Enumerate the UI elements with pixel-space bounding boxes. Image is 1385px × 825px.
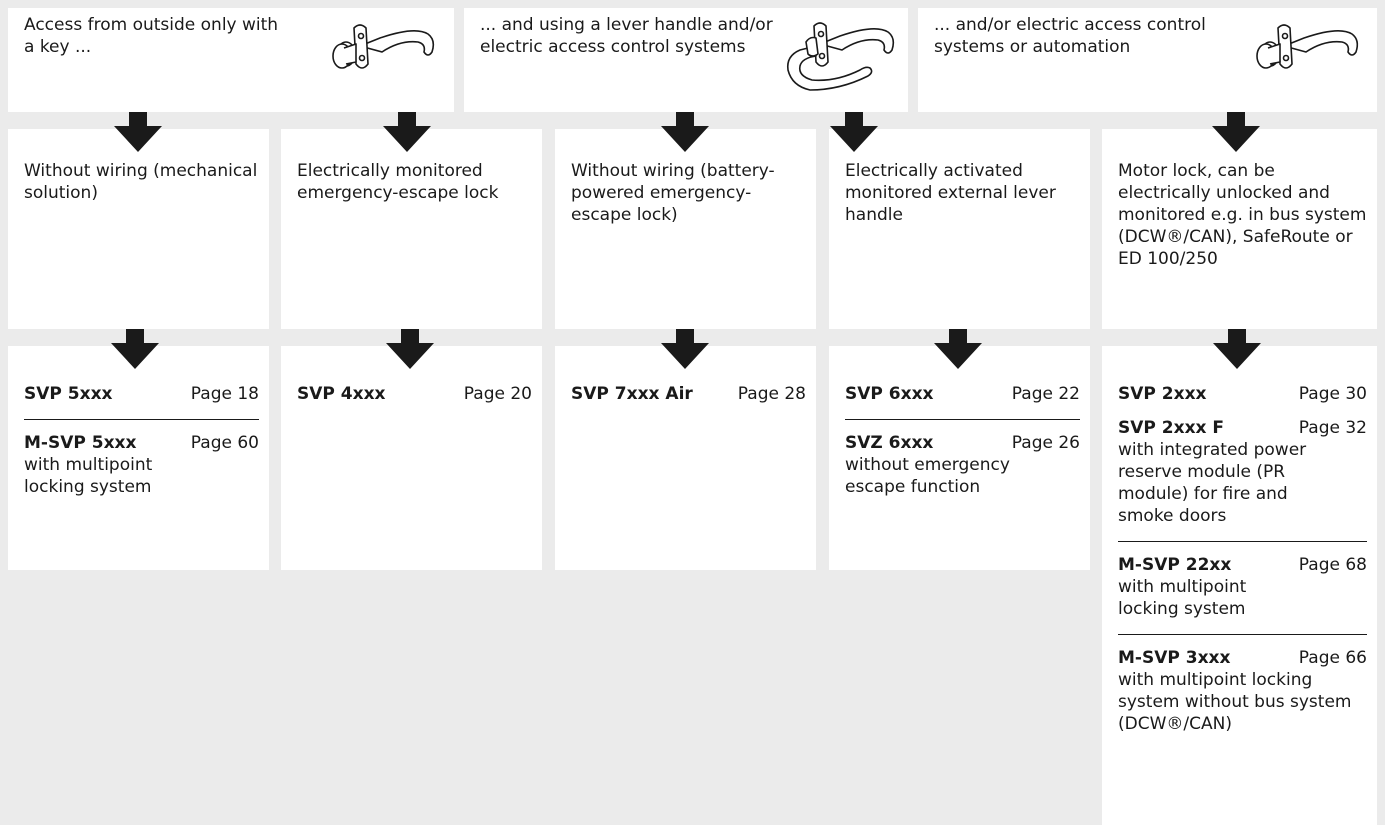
double-lever-handle-icon <box>786 22 895 91</box>
product-description: with multipoint locking system <box>1118 577 1247 619</box>
condition-box: Motor lock, can be electrically unlocked… <box>1102 129 1377 329</box>
condition-text: Without wiring (mechanical solution) <box>24 161 258 203</box>
product-code: M-SVP 22xx <box>1118 555 1232 575</box>
flow-arrow-down-icon <box>111 329 159 369</box>
product-code: SVP 6xxx <box>845 384 934 404</box>
header-box-key-only: Access from outside only with a key ... <box>8 8 454 112</box>
product-entry: SVP 4xxx Page 20 <box>297 383 532 405</box>
product-box: SVP 2xxx Page 30 SVP 2xxx F Page 32 with i… <box>1102 346 1377 825</box>
page-reference: Page 30 <box>1298 384 1367 404</box>
product-entry: M-SVP 3xxx Page 66 with multipoint lockin… <box>1118 647 1367 735</box>
product-entry: SVP 6xxx Page 22 <box>845 383 1080 405</box>
divider <box>845 419 1080 420</box>
header-text: ... and using a lever handle and/or elec… <box>480 15 773 57</box>
product-description: with multipoint locking system without b… <box>1118 670 1352 734</box>
divider <box>24 419 259 420</box>
product-code: SVP 2xxx <box>1118 384 1207 404</box>
header-text: ... and/or electric access control syste… <box>934 15 1206 57</box>
product-code: SVP 4xxx <box>297 384 386 404</box>
page-reference: Page 66 <box>1298 648 1367 668</box>
product-description: with multipoint locking system <box>24 455 153 497</box>
page-reference: Page 28 <box>737 384 806 404</box>
product-entry: SVZ 6xxx Page 26 without emergency escape… <box>845 432 1080 498</box>
header-text: Access from outside only with a key ... <box>24 15 279 57</box>
flow-arrow-down-icon <box>661 329 709 369</box>
condition-box: Electrically monitored emergency-escape … <box>281 129 542 329</box>
product-code: M-SVP 5xxx <box>24 433 137 453</box>
flow-arrow-down-icon <box>114 112 162 152</box>
product-entry: SVP 7xxx Air Page 28 <box>571 383 806 405</box>
flow-arrow-down-icon <box>1212 112 1260 152</box>
product-entry: SVP 2xxx Page 30 <box>1118 383 1367 405</box>
product-code: SVP 2xxx F <box>1118 418 1225 438</box>
product-entry: SVP 2xxx F Page 32 with integrated power … <box>1118 417 1367 527</box>
product-box: SVP 4xxx Page 20 <box>281 346 542 570</box>
page-reference: Page 20 <box>463 384 532 404</box>
page-reference: Page 18 <box>190 384 259 404</box>
flow-arrow-down-icon <box>830 112 878 152</box>
product-list: SVP 5xxx Page 18 M-SVP 5xxx Page 60 with m… <box>24 383 259 498</box>
condition-box: Electrically activated monitored externa… <box>829 129 1090 329</box>
product-code: SVP 5xxx <box>24 384 113 404</box>
product-list: SVP 2xxx Page 30 SVP 2xxx F Page 32 with i… <box>1118 383 1367 735</box>
condition-text: Electrically activated monitored externa… <box>845 161 1056 225</box>
condition-box: Without wiring (battery-powered emergenc… <box>555 129 816 329</box>
product-list: SVP 7xxx Air Page 28 <box>571 383 806 405</box>
product-code: SVP 7xxx Air <box>571 384 693 404</box>
product-box: SVP 7xxx Air Page 28 <box>555 346 816 570</box>
product-description: without emergency escape function <box>845 455 1010 497</box>
condition-box: Without wiring (mechanical solution) <box>8 129 269 329</box>
condition-text: Without wiring (battery-powered emergenc… <box>571 161 775 225</box>
product-description: with integrated power reserve module (PR… <box>1118 440 1307 526</box>
product-box: SVP 5xxx Page 18 M-SVP 5xxx Page 60 with m… <box>8 346 269 570</box>
flow-arrow-down-icon <box>1213 329 1261 369</box>
product-code: M-SVP 3xxx <box>1118 648 1231 668</box>
page-reference: Page 60 <box>190 433 259 453</box>
divider <box>1118 541 1367 542</box>
door-knob-lever-icon <box>332 24 435 69</box>
product-box: SVP 6xxx Page 22 SVZ 6xxx Page 26 without … <box>829 346 1090 570</box>
product-entry: M-SVP 5xxx Page 60 with multipoint lockin… <box>24 432 259 498</box>
product-entry: M-SVP 22xx Page 68 with multipoint lockin… <box>1118 554 1367 620</box>
condition-text: Motor lock, can be electrically unlocked… <box>1118 161 1367 269</box>
flow-arrow-down-icon <box>934 329 982 369</box>
product-list: SVP 4xxx Page 20 <box>297 383 532 405</box>
flow-arrow-down-icon <box>386 329 434 369</box>
product-code: SVZ 6xxx <box>845 433 934 453</box>
product-list: SVP 6xxx Page 22 SVZ 6xxx Page 26 without … <box>845 383 1080 498</box>
page-reference: Page 22 <box>1011 384 1080 404</box>
header-box-electric-access: ... and/or electric access control syste… <box>918 8 1377 112</box>
flow-arrow-down-icon <box>383 112 431 152</box>
page-reference: Page 26 <box>1011 433 1080 453</box>
product-entry: SVP 5xxx Page 18 <box>24 383 259 405</box>
header-box-lever-handle: ... and using a lever handle and/or elec… <box>464 8 908 112</box>
door-knob-lever-icon <box>1256 24 1359 69</box>
flow-arrow-down-icon <box>661 112 709 152</box>
condition-text: Electrically monitored emergency-escape … <box>297 161 499 203</box>
page-reference: Page 68 <box>1298 555 1367 575</box>
page-reference: Page 32 <box>1298 418 1367 438</box>
divider <box>1118 634 1367 635</box>
